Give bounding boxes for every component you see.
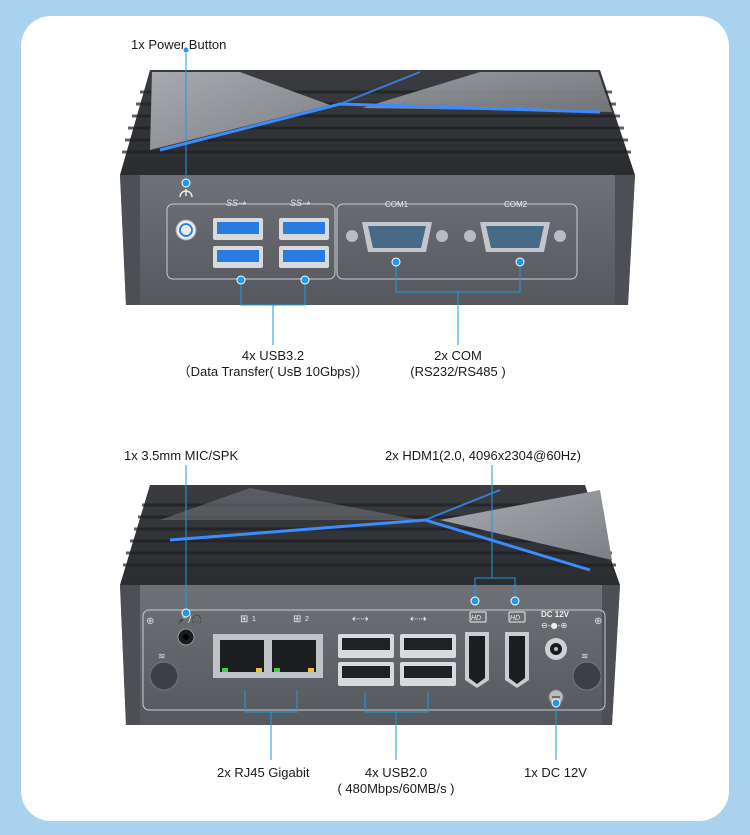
svg-text:⇠⇢: ⇠⇢ (352, 614, 369, 625)
svg-text:⊖-●-⊕: ⊖-●-⊕ (541, 621, 567, 630)
svg-text:⊞: ⊞ (293, 614, 301, 625)
svg-text:SS⇢: SS⇢ (226, 198, 246, 208)
usb32-label: 4x USB3.2 （Data Transfer( UsB 10Gbps)） (173, 348, 373, 380)
svg-text:1: 1 (252, 616, 256, 623)
svg-text:≋: ≋ (581, 652, 589, 662)
callout-dots (181, 46, 561, 708)
callout-lines (185, 53, 557, 760)
svg-text:⊕: ⊕ (146, 616, 154, 627)
com-label: 2x COM (RS232/RS485 ) (398, 348, 518, 380)
com-title: 2x COM (434, 348, 482, 363)
usb20-subtitle: ( 480Mbps/60MB/s ) (337, 781, 455, 796)
hdmi-label: 2x HDM1(2.0, 4096x2304@60Hz) (385, 448, 582, 463)
mic-spk-label: 1x 3.5mm MIC/SPK (124, 448, 239, 463)
svg-text:2: 2 (305, 616, 309, 623)
usb20-title: 4x USB2.0 (364, 765, 428, 780)
svg-text:DC 12V: DC 12V (541, 610, 570, 619)
svg-text:⇠⇢: ⇠⇢ (410, 614, 427, 625)
svg-text:HD: HD (471, 615, 481, 622)
rear-device: ≋ ≋ ⊕ ⊕ 🎤/🎧 ⊞ 1 ⊞ 2 ⇠⇢ ⇠⇢ (120, 485, 620, 725)
power-button-label: 1x Power Button (131, 37, 227, 52)
rj45-label: 2x RJ45 Gigabit (217, 765, 310, 780)
svg-text:HD: HD (510, 615, 520, 622)
svg-text:⊞: ⊞ (240, 614, 248, 625)
svg-text:⊕: ⊕ (594, 616, 602, 627)
svg-text:SS⇢: SS⇢ (290, 198, 310, 208)
usb20-label: 4x USB2.0 ( 480Mbps/60MB/s ) (326, 765, 466, 797)
usb32-subtitle: （Data Transfer( UsB 10Gbps)） (177, 364, 369, 379)
com-subtitle: (RS232/RS485 ) (410, 364, 506, 379)
com1-label: COM1 (385, 200, 409, 209)
dc-label: 1x DC 12V (524, 765, 587, 780)
com2-label: COM2 (504, 200, 528, 209)
front-device: SS⇢ SS⇢ COM1 COM2 (120, 70, 635, 305)
svg-text:≋: ≋ (158, 652, 166, 662)
usb32-title: 4x USB3.2 (241, 348, 305, 363)
